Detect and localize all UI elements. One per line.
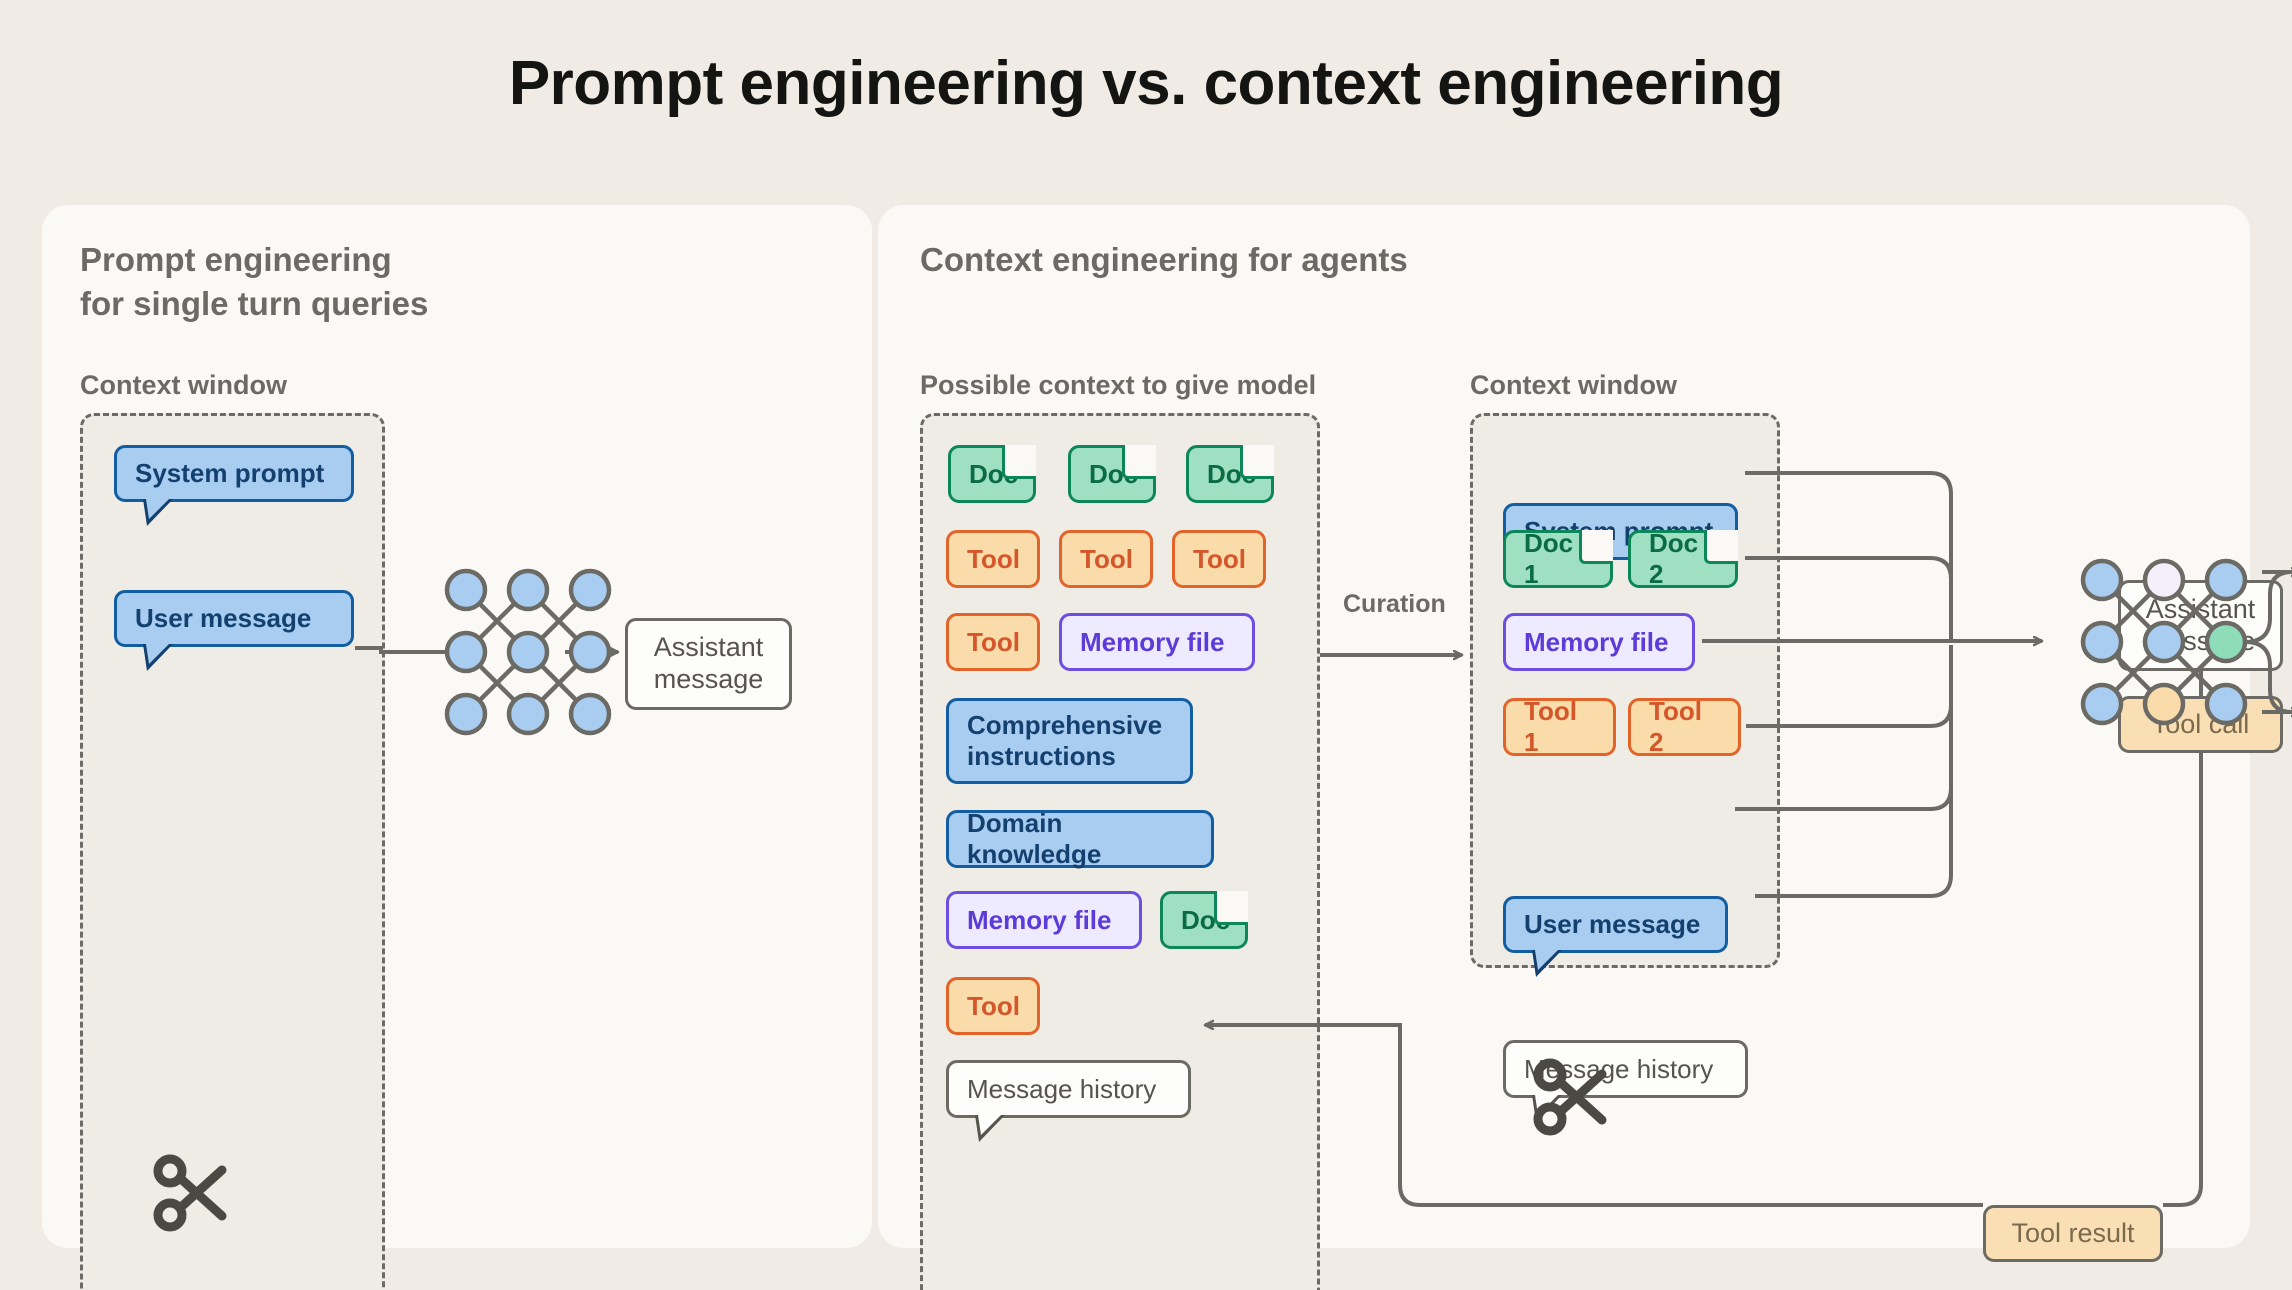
chip-label: Tool — [967, 543, 1020, 574]
output-label: Assistant message — [2145, 593, 2256, 656]
doc-fold-icon — [1214, 891, 1248, 925]
chip-label: Tool 2 — [1649, 696, 1702, 757]
chip-label: Tool — [1080, 543, 1133, 574]
page-title: Prompt engineering vs. context engineeri… — [508, 49, 1784, 118]
doc-fold-icon — [1002, 445, 1036, 479]
chip-domain-knowledge[interactable]: Domain knowledge — [946, 808, 1214, 869]
chip-tool[interactable]: Tool — [946, 977, 1040, 1035]
right-context-window-box — [1470, 413, 1780, 968]
cw-chip-message-history[interactable]: Message history — [1503, 1040, 1748, 1122]
chip-label: Comprehensive instructions — [967, 710, 1163, 771]
possible-context-label: Possible context to give model — [920, 370, 1317, 400]
chip-label: Message history — [1524, 1053, 1714, 1084]
feedback-tool-result[interactable]: Tool result — [1983, 1205, 2163, 1262]
doc-fold-icon — [1122, 445, 1156, 479]
chip-label: User message — [135, 603, 312, 634]
chip-label: Domain knowledge — [967, 808, 1102, 869]
curation-label: Curation — [1343, 590, 1446, 618]
doc-fold-icon — [1579, 530, 1613, 564]
chip-system-prompt[interactable]: System prompt — [114, 445, 354, 526]
cw-chip-tool-2[interactable]: Tool 2 — [1628, 696, 1741, 757]
doc-fold-icon — [1704, 530, 1738, 564]
chip-label: Memory file — [1524, 626, 1669, 657]
chip-label: Tool — [967, 990, 1020, 1021]
chip-tool[interactable]: Tool — [946, 613, 1040, 671]
output-label: Assistant message — [653, 632, 764, 694]
cw-chip-doc-2[interactable]: Doc 2 — [1628, 528, 1738, 589]
chip-doc[interactable]: Doc — [948, 445, 1036, 503]
right-panel-heading: Context engineering for agents — [920, 241, 1408, 278]
prompt-engineering-card: Prompt engineering for single turn queri… — [42, 205, 872, 1290]
chip-label: User message — [1524, 909, 1701, 940]
cw-chip-tool-1[interactable]: Tool 1 — [1503, 696, 1616, 757]
chip-label: Tool — [1193, 543, 1246, 574]
output-label: Tool call — [2151, 708, 2250, 739]
left-context-window-box — [80, 413, 385, 1290]
chip-label: Memory file — [967, 904, 1112, 935]
doc-fold-icon — [1240, 445, 1274, 479]
chip-tool[interactable]: Tool — [1059, 530, 1153, 588]
chip-label: Doc 1 — [1524, 528, 1574, 589]
chip-label: Message history — [967, 1073, 1157, 1104]
cw-chip-doc-1[interactable]: Doc 1 — [1503, 528, 1613, 589]
chip-doc[interactable]: Doc — [1160, 891, 1248, 949]
chip-label: Memory file — [1080, 626, 1225, 657]
chip-label: System prompt — [135, 458, 325, 489]
cw-chip-user-message[interactable]: User message — [1503, 896, 1728, 977]
feedback-label: Tool result — [2011, 1217, 2135, 1248]
context-engineering-card: Context engineering for agents Possible … — [878, 205, 2283, 1290]
chip-doc[interactable]: Doc — [1068, 445, 1156, 503]
output-assistant-message[interactable]: Assistant message — [625, 618, 792, 710]
chip-memory-file[interactable]: Memory file — [946, 891, 1142, 949]
chip-label: Tool 1 — [1524, 696, 1577, 757]
cw-chip-memory-file[interactable]: Memory file — [1503, 613, 1695, 671]
chip-tool[interactable]: Tool — [1172, 530, 1266, 588]
right-context-window-label: Context window — [1470, 370, 1677, 400]
chip-label: Doc 2 — [1649, 528, 1699, 589]
left-context-window-label: Context window — [80, 370, 287, 400]
output-tool-call[interactable]: Tool call — [2118, 696, 2283, 753]
chip-user-message[interactable]: User message — [114, 590, 354, 671]
left-panel-heading: Prompt engineering for single turn queri… — [80, 241, 429, 322]
output-assistant-message[interactable]: Assistant message — [2118, 580, 2283, 671]
chip-memory-file[interactable]: Memory file — [1059, 613, 1255, 671]
chip-label: Tool — [967, 626, 1020, 657]
chip-message-history[interactable]: Message history — [946, 1060, 1191, 1142]
chip-comprehensive-instructions[interactable]: Comprehensive instructions — [946, 698, 1193, 784]
chip-tool[interactable]: Tool — [946, 530, 1040, 588]
chip-doc[interactable]: Doc — [1186, 445, 1274, 503]
